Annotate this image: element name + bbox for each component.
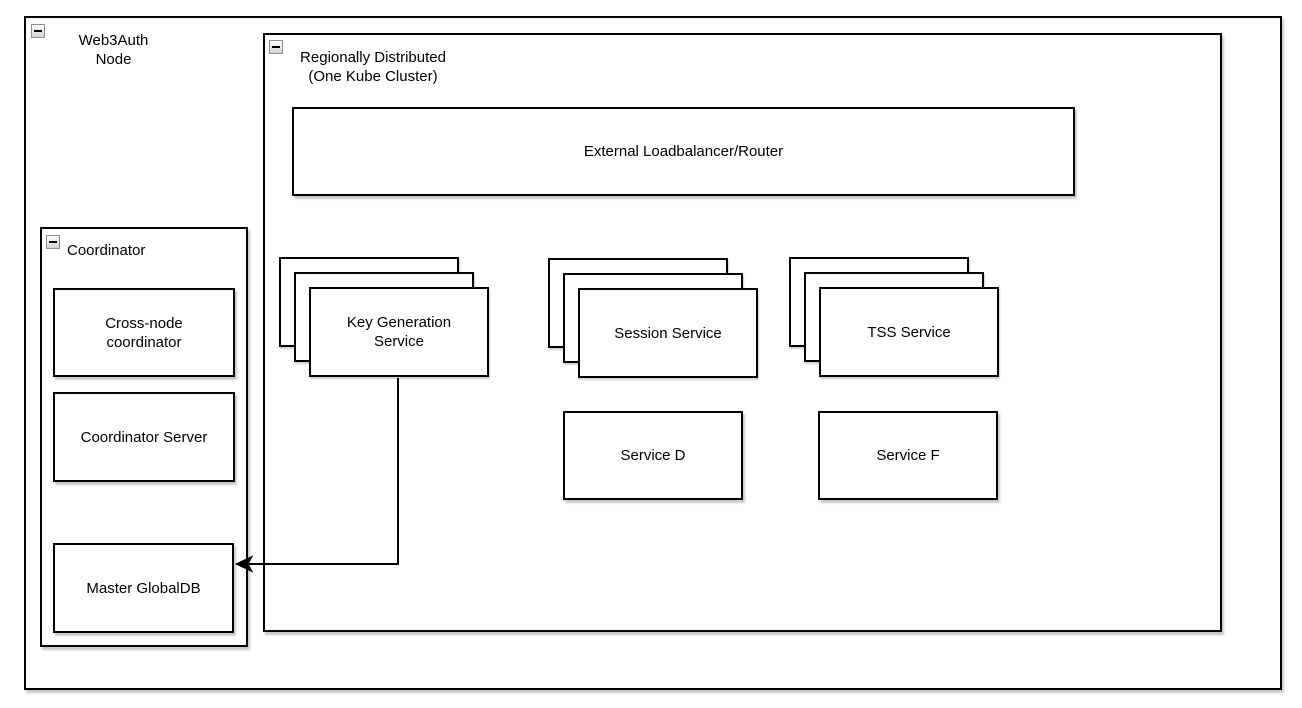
node-label: Coordinator Server: [80, 428, 208, 446]
collapse-minus-icon[interactable]: [31, 24, 45, 38]
node-label: TSS Service: [867, 323, 951, 341]
container-label-web3auth: Web3Auth Node: [78, 32, 149, 68]
node-label: Session Service: [614, 324, 722, 342]
node-session-service[interactable]: Session Service: [578, 288, 758, 378]
node-label: Master GlobalDB: [86, 579, 201, 597]
node-tss-service-stack[interactable]: TSS Service: [789, 257, 999, 377]
minus-glyph: [272, 46, 280, 48]
collapse-minus-icon[interactable]: [46, 235, 60, 249]
container-web3auth-node[interactable]: Web3Auth Node Regionally Distributed (On…: [24, 16, 1282, 690]
node-cross-node-coordinator[interactable]: Cross-node coordinator: [53, 288, 235, 377]
node-tss-service[interactable]: TSS Service: [819, 287, 999, 377]
collapse-minus-icon[interactable]: [269, 40, 283, 54]
node-external-loadbalancer[interactable]: External Loadbalancer/Router: [292, 107, 1075, 196]
node-session-service-stack[interactable]: Session Service: [548, 258, 758, 378]
node-label: Cross-node coordinator: [105, 314, 183, 351]
node-label: Service D: [620, 447, 686, 464]
container-regionally-distributed[interactable]: Regionally Distributed (One Kube Cluster…: [263, 33, 1222, 632]
container-coordinator[interactable]: Coordinator Cross-node coordinator Coord…: [40, 227, 248, 647]
node-key-generation-service-stack[interactable]: Key Generation Service: [279, 257, 489, 377]
container-label-regionally-distributed: Regionally Distributed (One Kube Cluster…: [300, 49, 446, 85]
container-label-coordinator: Coordinator: [67, 242, 146, 259]
node-label: External Loadbalancer/Router: [583, 143, 784, 160]
node-key-generation-service[interactable]: Key Generation Service: [309, 287, 489, 377]
minus-glyph: [49, 241, 57, 243]
node-master-globaldb[interactable]: Master GlobalDB: [53, 543, 234, 633]
edge-keygen-to-master-globaldb[interactable]: [249, 378, 399, 565]
node-coordinator-server[interactable]: Coordinator Server: [53, 392, 235, 482]
minus-glyph: [34, 30, 42, 32]
node-label: Key Generation Service: [346, 314, 452, 350]
node-label: Service F: [876, 447, 940, 464]
node-service-d[interactable]: Service D: [563, 411, 743, 500]
node-service-f[interactable]: Service F: [818, 411, 998, 500]
